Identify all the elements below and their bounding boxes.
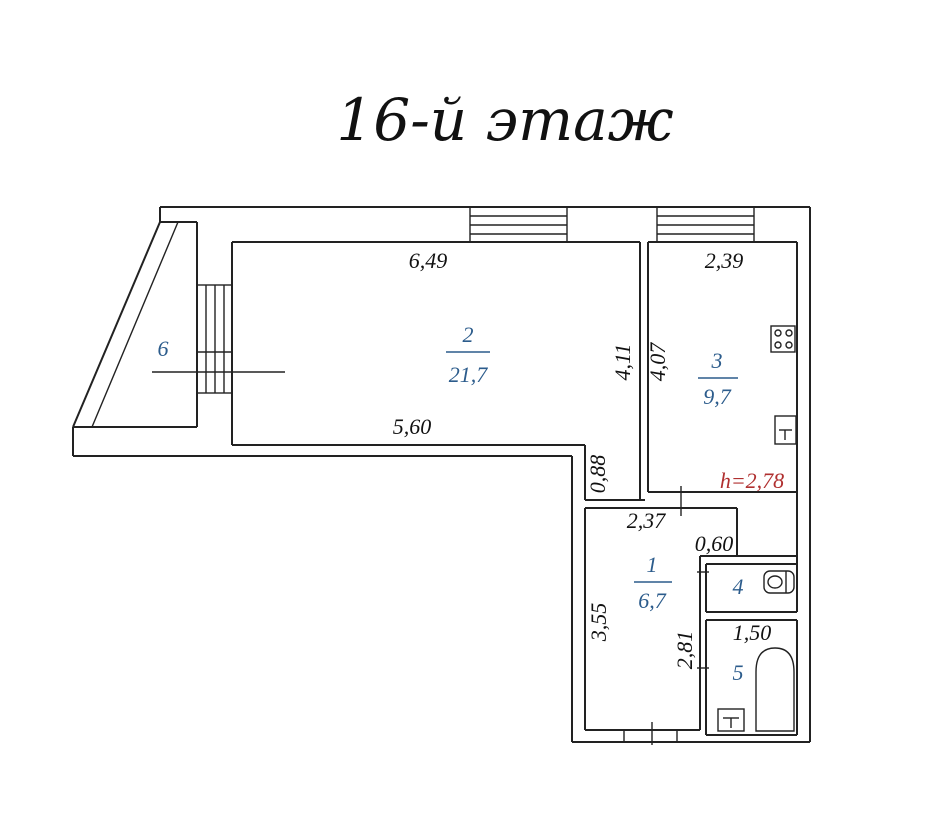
room-3-number: 3 xyxy=(711,348,723,373)
living-right-dimension: 4,11 xyxy=(610,344,635,381)
balcony-outline xyxy=(72,221,285,428)
kitchen-top-dimension: 2,39 xyxy=(705,248,744,273)
hall-top-dimension: 2,37 xyxy=(627,508,667,533)
room-5-number: 5 xyxy=(733,660,744,685)
stove-icon xyxy=(770,325,796,353)
room-2-area: 21,7 xyxy=(449,362,489,387)
room-1-number: 1 xyxy=(647,552,658,577)
toilet-icon xyxy=(763,570,795,594)
bathroom-walls xyxy=(705,619,798,736)
room-2-label: 2 21,7 xyxy=(446,322,490,387)
dimension-ticks xyxy=(680,486,709,669)
room-2-number: 2 xyxy=(463,322,474,347)
floor-title: 16-й этаж xyxy=(336,86,673,154)
sink-icon xyxy=(774,415,797,445)
living-top-dimension: 6,49 xyxy=(409,248,448,273)
kitchen-left-dimension: 4,07 xyxy=(645,342,670,382)
room-4-number: 4 xyxy=(733,574,744,599)
hall-left-dimension: 3,55 xyxy=(586,603,611,643)
bath-width-dimension: 1,50 xyxy=(733,620,772,645)
living-window xyxy=(469,206,568,243)
wc-width-dimension: 0,60 xyxy=(695,531,734,556)
ceiling-height-label: h=2,78 xyxy=(720,468,784,493)
bath-height-dimension: 2,81 xyxy=(672,631,697,670)
passage-width-dimension: 0,88 xyxy=(585,455,610,494)
washbasin-icon xyxy=(717,708,745,732)
room-1-area: 6,7 xyxy=(638,588,667,613)
bathtub-icon xyxy=(755,647,795,732)
dimension-labels: 6,49 5,60 4,11 2,39 4,07 0,88 2,37 0,60 … xyxy=(393,248,772,669)
kitchen-walls xyxy=(647,241,798,493)
balcony-window xyxy=(196,284,233,394)
door-icon xyxy=(623,722,678,745)
room-3-area: 9,7 xyxy=(703,384,732,409)
living-room-walls xyxy=(231,241,641,500)
room-3-label: 3 9,7 xyxy=(698,348,738,409)
living-bottom-dimension: 5,60 xyxy=(393,414,432,439)
room-6-number: 6 xyxy=(158,336,169,361)
room-1-label: 1 6,7 xyxy=(634,552,672,613)
hall-walls xyxy=(584,499,738,731)
kitchen-window xyxy=(656,206,755,243)
